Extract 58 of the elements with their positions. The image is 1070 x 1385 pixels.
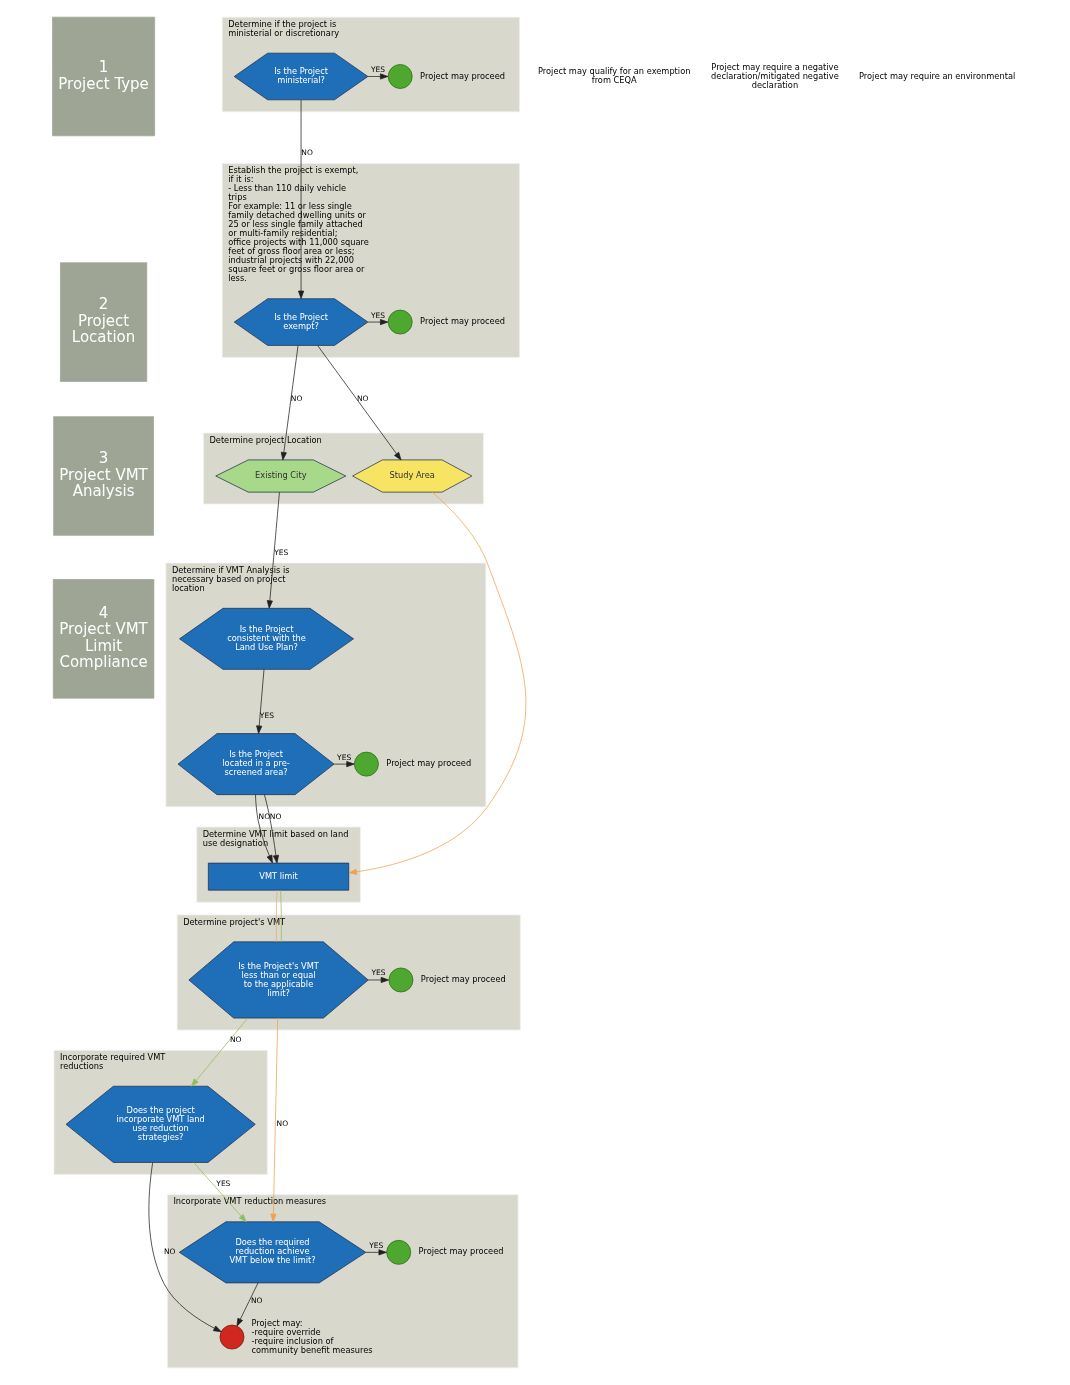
connector	[280, 889, 282, 943]
label: Project may require a negative declaration/mitigated negative declaration	[711, 61, 839, 90]
node-label: -require override	[251, 1326, 321, 1337]
node-box: 2 Project Location	[60, 262, 148, 382]
node-label: Project may proceed	[420, 316, 505, 327]
edge-label: YES	[371, 64, 386, 74]
node-box: VMT limit	[207, 862, 350, 891]
edge-label: NO	[356, 393, 369, 403]
node-label: Project may proceed	[386, 758, 472, 769]
node-circle	[219, 1324, 245, 1350]
edge-label: NO	[269, 811, 282, 821]
edge-label: NO	[251, 1295, 263, 1305]
edge-label: NO	[276, 1119, 289, 1129]
arrow	[367, 73, 389, 80]
edge-label: YES	[274, 547, 289, 557]
edge-label: YES	[369, 1240, 384, 1250]
node-circle	[387, 309, 413, 335]
arrow	[148, 1162, 222, 1333]
arrow	[298, 99, 305, 299]
arrow	[367, 976, 389, 983]
arrow	[191, 1017, 248, 1087]
edge-label: YES	[216, 1179, 231, 1189]
arrow	[255, 794, 273, 864]
node-box: 3 Project VMT Analysis	[53, 416, 154, 536]
edge-label: NO	[290, 393, 303, 403]
arrow	[317, 345, 402, 461]
arrow	[365, 1249, 387, 1256]
node-label: Project may proceed	[418, 1246, 504, 1257]
arrow	[236, 1282, 259, 1327]
node-circle	[354, 751, 379, 777]
node-label: -require inclusion of community benefit measures	[251, 1335, 373, 1355]
node-circle	[387, 64, 413, 89]
arrow	[348, 491, 527, 875]
arrow	[367, 319, 389, 326]
label: Project may qualify for an exemption from CEQA	[538, 66, 691, 86]
arrow	[256, 669, 265, 734]
edge-label: YES	[337, 752, 352, 762]
edge-label: NO	[258, 811, 271, 821]
node-label: Project may proceed	[420, 70, 505, 81]
edge-label: YES	[259, 710, 274, 720]
connector	[275, 889, 278, 943]
edge-label: NO	[301, 148, 313, 158]
node-label: Project may:	[251, 1317, 303, 1328]
node-box: 1 Project Type	[52, 16, 155, 137]
node-box: 4 Project VMT Limit Compliance	[52, 579, 155, 699]
arrow	[193, 1162, 247, 1223]
node-circle	[388, 967, 414, 993]
arrow	[270, 1017, 279, 1223]
edge-label: YES	[371, 310, 386, 320]
arrow	[280, 345, 299, 461]
arrow	[333, 761, 355, 768]
label: Project may require an environmental	[859, 70, 1016, 81]
arrow	[264, 794, 279, 864]
arrow	[266, 491, 280, 609]
node-circle	[386, 1239, 412, 1265]
node-label: Project may proceed	[420, 974, 506, 985]
edge-label: NO	[229, 1035, 242, 1045]
edge-label: YES	[371, 968, 386, 978]
